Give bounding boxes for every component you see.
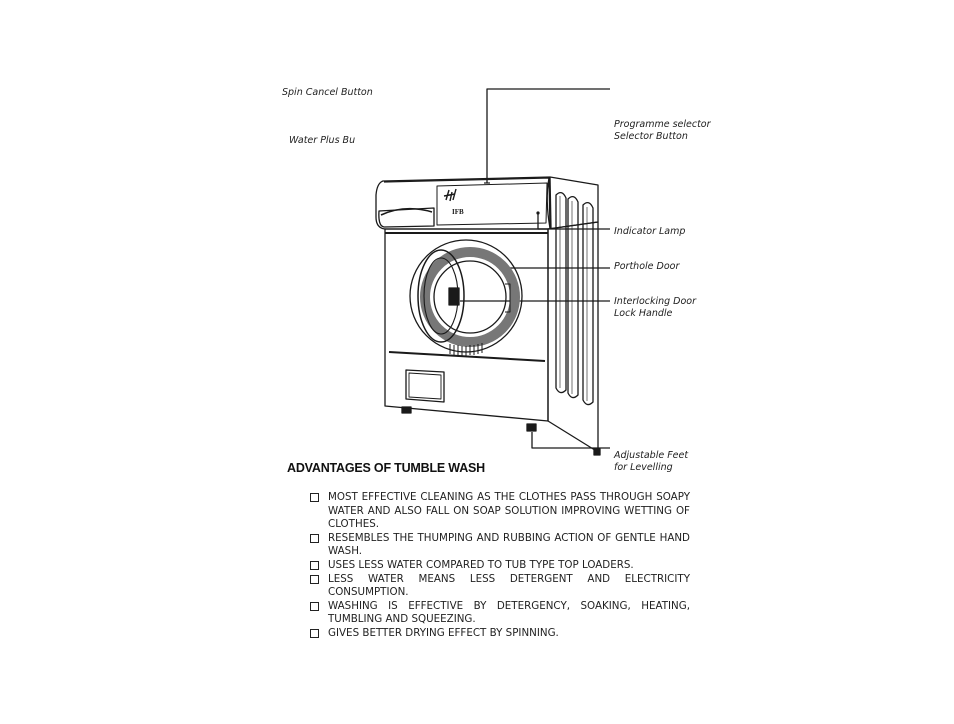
list-item: GIVES BETTER DRYING EFFECT BY SPINNING. — [310, 627, 690, 641]
label-programme-selector: Programme selector Selector Button — [614, 119, 711, 143]
label-spin-cancel-button: Spin Cancel Button — [282, 87, 373, 98]
label-water-plus-button: Water Plus Bu — [289, 135, 356, 146]
label-programme-selector-line1: Programme selector — [614, 119, 711, 130]
list-item: WASHING IS EFFECTIVE BY DETERGENCY, SOAK… — [310, 600, 690, 627]
checkbox-bullet-icon — [310, 601, 319, 611]
list-item: LESS WATER MEANS LESS DETERGENT AND ELEC… — [310, 573, 690, 600]
brand-logo — [443, 188, 457, 202]
door-vent — [449, 343, 483, 356]
callout-programme-selector-line — [486, 88, 610, 183]
checkbox-bullet-icon — [310, 493, 319, 502]
indicator-lamp — [536, 211, 540, 215]
foot-right — [526, 423, 537, 432]
label-adjustable-feet: Adjustable Feet for Levelling — [614, 450, 688, 474]
side-groove-rear — [582, 201, 594, 406]
list-item: MOST EFFECTIVE CLEANING AS THE CLOTHES P… — [310, 491, 690, 532]
label-interlocking-door-lock-handle: Interlocking Door Lock Handle — [614, 296, 696, 320]
label-programme-selector-line2: Selector Button — [614, 131, 688, 142]
foot-left — [401, 406, 412, 414]
filter-hatch — [405, 369, 445, 403]
list-item: USES LESS WATER COMPARED TO TUB TYPE TOP… — [310, 559, 690, 573]
side-groove-mid — [567, 195, 579, 399]
door-gasket — [420, 247, 520, 347]
advantages-heading: ADVANTAGES OF TUMBLE WASH — [287, 461, 486, 475]
callout-feet-line — [531, 432, 610, 449]
door-lock-handle — [448, 287, 460, 306]
door-window — [417, 249, 465, 343]
checkbox-bullet-icon — [310, 574, 319, 584]
list-item: RESEMBLES THE THUMPING AND RUBBING ACTIO… — [310, 532, 690, 559]
label-adjustable-feet-line2: for Levelling — [614, 462, 673, 473]
lower-panel-line — [388, 351, 546, 362]
label-interlocking-line2: Lock Handle — [614, 308, 673, 319]
checkbox-bullet-icon — [310, 628, 319, 638]
label-adjustable-feet-line1: Adjustable Feet — [614, 450, 689, 461]
brand-mark: IFB — [452, 208, 464, 216]
control-panel — [375, 176, 599, 230]
display-panel — [436, 182, 548, 226]
checkbox-bullet-icon — [310, 560, 319, 570]
label-indicator-lamp: Indicator Lamp — [614, 226, 686, 237]
label-interlocking-line1: Interlocking Door — [614, 296, 697, 307]
advantages-list: MOST EFFECTIVE CLEANING AS THE CLOTHES P… — [310, 491, 690, 641]
side-groove-front — [555, 191, 567, 394]
checkbox-bullet-icon — [310, 533, 319, 543]
foot-side — [593, 448, 601, 456]
label-porthole-door: Porthole Door — [614, 261, 680, 272]
detergent-drawer — [378, 207, 435, 228]
